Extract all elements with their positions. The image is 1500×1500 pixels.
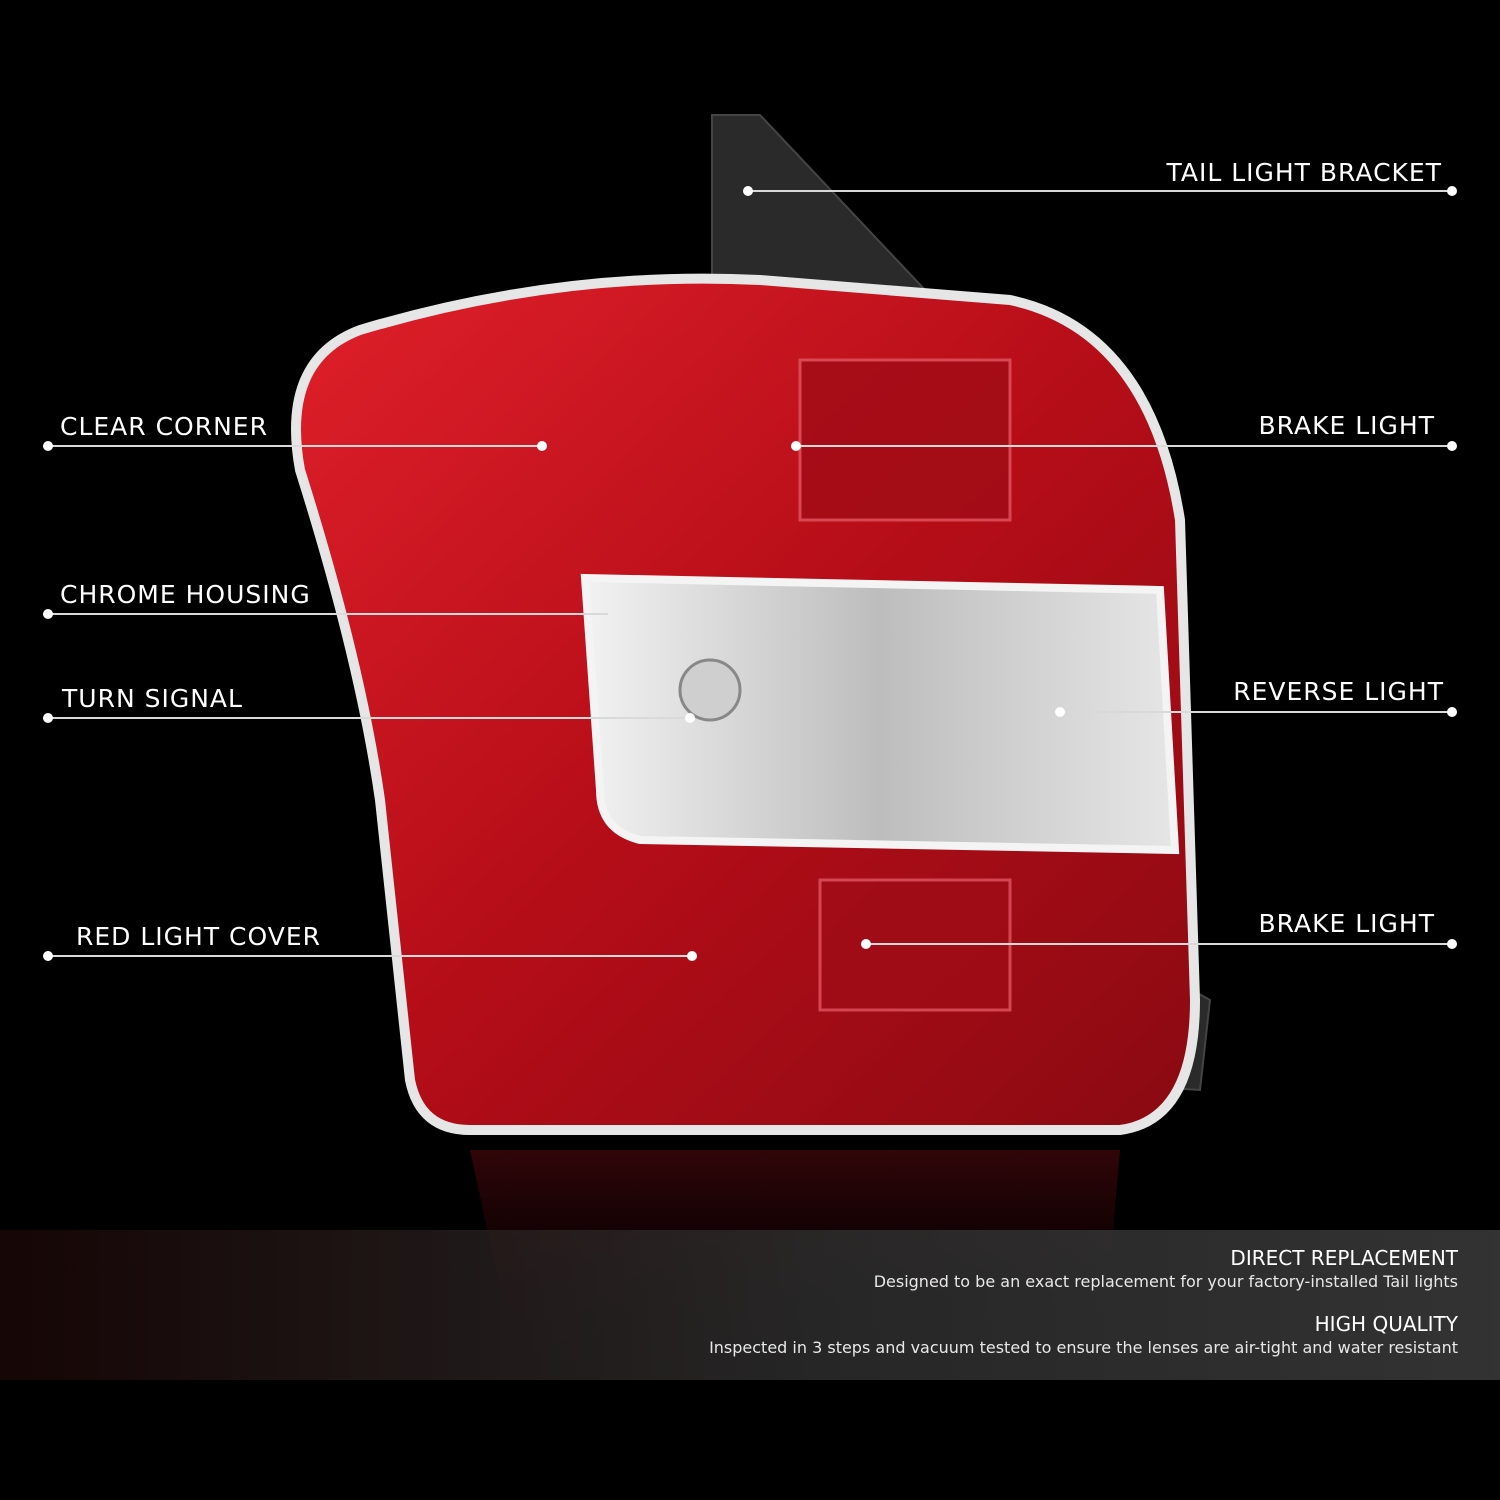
feature-desc-high-quality: Inspected in 3 steps and vacuum tested t… <box>709 1338 1458 1357</box>
callout-label-turn-signal: TURN SIGNAL <box>62 684 243 713</box>
callout-dot-icon <box>43 951 53 961</box>
feature-title-high-quality: HIGH QUALITY <box>1314 1312 1458 1336</box>
callout-label-brake-light-upper: BRAKE LIGHT <box>1258 411 1435 440</box>
turn-signal-bulb <box>678 658 742 722</box>
feature-title-direct-replacement: DIRECT REPLACEMENT <box>1230 1246 1458 1270</box>
callout-label-red-light-cover: RED LIGHT COVER <box>76 922 322 951</box>
callout-dot-icon <box>1447 441 1457 451</box>
callout-line-red-light-cover <box>48 955 692 957</box>
callout-dot-icon <box>687 951 697 961</box>
callout-dot-icon <box>1055 707 1065 717</box>
lower-brake-box <box>818 878 1012 1012</box>
callout-label-clear-corner: CLEAR CORNER <box>60 412 268 441</box>
callout-dot-icon <box>43 713 53 723</box>
upper-brake-box <box>798 358 1012 522</box>
callout-dot-icon <box>1447 186 1457 196</box>
callout-label-tail-light-bracket: TAIL LIGHT BRACKET <box>1166 158 1442 187</box>
callout-line-reverse-light <box>1060 711 1452 713</box>
callout-label-chrome-housing: CHROME HOUSING <box>60 580 311 609</box>
callout-dot-icon <box>1447 707 1457 717</box>
clear-section <box>580 573 1180 855</box>
callout-line-chrome-housing <box>48 613 608 615</box>
callout-line-tail-light-bracket <box>748 190 1452 192</box>
callout-dot-icon <box>537 441 547 451</box>
callout-label-brake-light-lower: BRAKE LIGHT <box>1258 909 1435 938</box>
callout-line-brake-light-upper <box>796 445 1452 447</box>
callout-label-reverse-light: REVERSE LIGHT <box>1233 677 1444 706</box>
callout-dot-icon <box>791 441 801 451</box>
callout-line-brake-light-lower <box>866 943 1452 945</box>
callout-dot-icon <box>1447 939 1457 949</box>
callout-dot-icon <box>743 186 753 196</box>
callout-line-clear-corner <box>48 445 542 447</box>
callout-dot-icon <box>685 713 695 723</box>
callout-line-turn-signal <box>48 717 690 719</box>
callout-dot-icon <box>43 609 53 619</box>
callout-dot-icon <box>861 939 871 949</box>
callout-dot-icon <box>43 441 53 451</box>
feature-desc-direct-replacement: Designed to be an exact replacement for … <box>873 1272 1458 1291</box>
feature-panel: DIRECT REPLACEMENT Designed to be an exa… <box>0 1230 1500 1380</box>
